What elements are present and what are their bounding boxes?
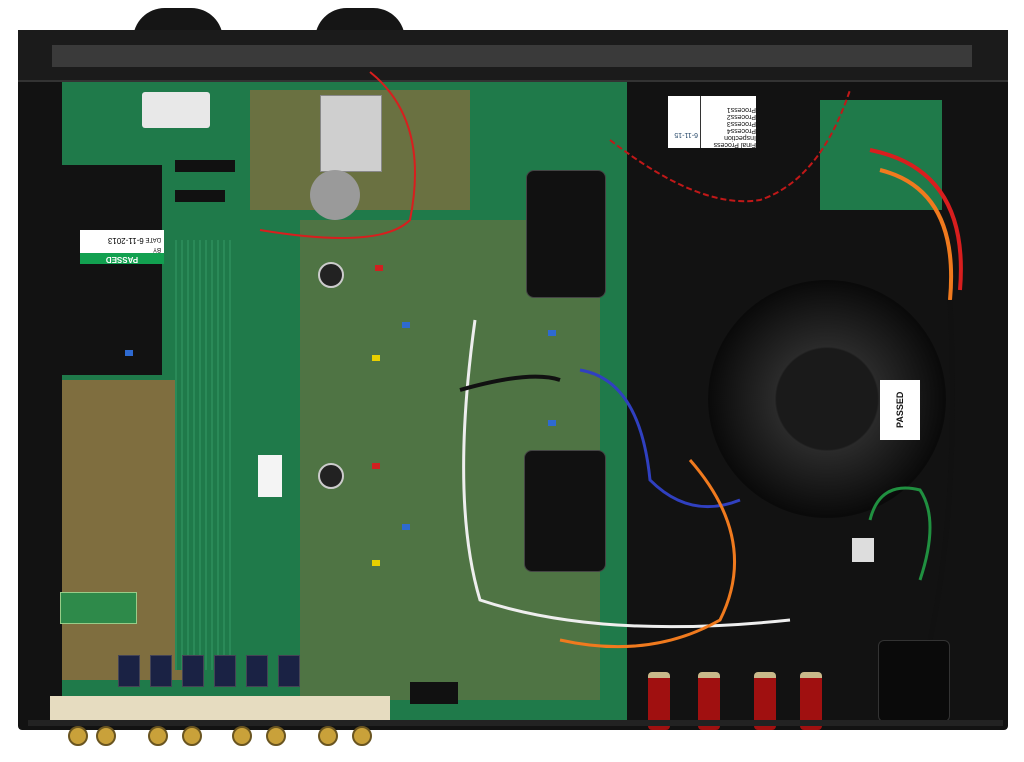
- label-sticker: [258, 455, 282, 497]
- rca-jack: [148, 726, 168, 746]
- filter-capacitor: [524, 450, 606, 572]
- capacitor: [375, 265, 383, 271]
- relay: [118, 655, 140, 687]
- rca-jack-block: [50, 696, 390, 722]
- copper-area: [62, 380, 182, 680]
- ribbon-connector: [142, 92, 210, 128]
- capacitor: [372, 560, 380, 566]
- black-wire: [927, 299, 955, 641]
- rca-jack: [266, 726, 286, 746]
- capacitor: [372, 355, 380, 361]
- chassis-lip-felt: [52, 45, 972, 67]
- speaker-binding-post: [648, 672, 670, 730]
- ic-chip: [175, 190, 225, 202]
- red-wire: [259, 71, 416, 239]
- pcb-traces: [175, 240, 235, 670]
- rca-jack: [318, 726, 338, 746]
- electrolytic-capacitor: [318, 262, 344, 288]
- capacitor: [548, 420, 556, 426]
- ground-terminal: [852, 538, 874, 562]
- motor: [310, 170, 360, 220]
- red-wire: [869, 148, 963, 291]
- rca-jack: [182, 726, 202, 746]
- relay: [150, 655, 172, 687]
- speaker-binding-post: [698, 672, 720, 730]
- speaker-binding-post: [754, 672, 776, 730]
- twisted-wire: [609, 89, 851, 203]
- rca-jack: [352, 726, 372, 746]
- relay: [214, 655, 236, 687]
- orange-wire: [559, 459, 737, 649]
- blue-wire: [579, 368, 741, 509]
- capacitor: [548, 330, 556, 336]
- relay: [278, 655, 300, 687]
- volume-potentiometer: [320, 95, 382, 172]
- rca-jack: [96, 726, 116, 746]
- speaker-binding-post: [800, 672, 822, 730]
- capacitor: [125, 350, 133, 356]
- black-wire: [459, 374, 561, 392]
- electrolytic-capacitor: [318, 463, 344, 489]
- relay: [246, 655, 268, 687]
- pcb-cutout: [62, 165, 162, 375]
- rca-jack: [68, 726, 88, 746]
- filter-capacitor: [526, 170, 606, 298]
- orange-wire: [879, 168, 954, 301]
- ic-chip: [410, 682, 458, 704]
- rear-panel-edge: [28, 720, 1003, 726]
- relay: [182, 655, 204, 687]
- power-inlet: [878, 640, 950, 722]
- green-wire: [868, 486, 932, 581]
- capacitor: [402, 322, 410, 328]
- capacitor: [402, 524, 410, 530]
- rca-jack: [232, 726, 252, 746]
- ic-chip: [175, 160, 235, 172]
- small-board: [60, 592, 137, 624]
- white-wire: [462, 319, 791, 629]
- capacitor: [372, 463, 380, 469]
